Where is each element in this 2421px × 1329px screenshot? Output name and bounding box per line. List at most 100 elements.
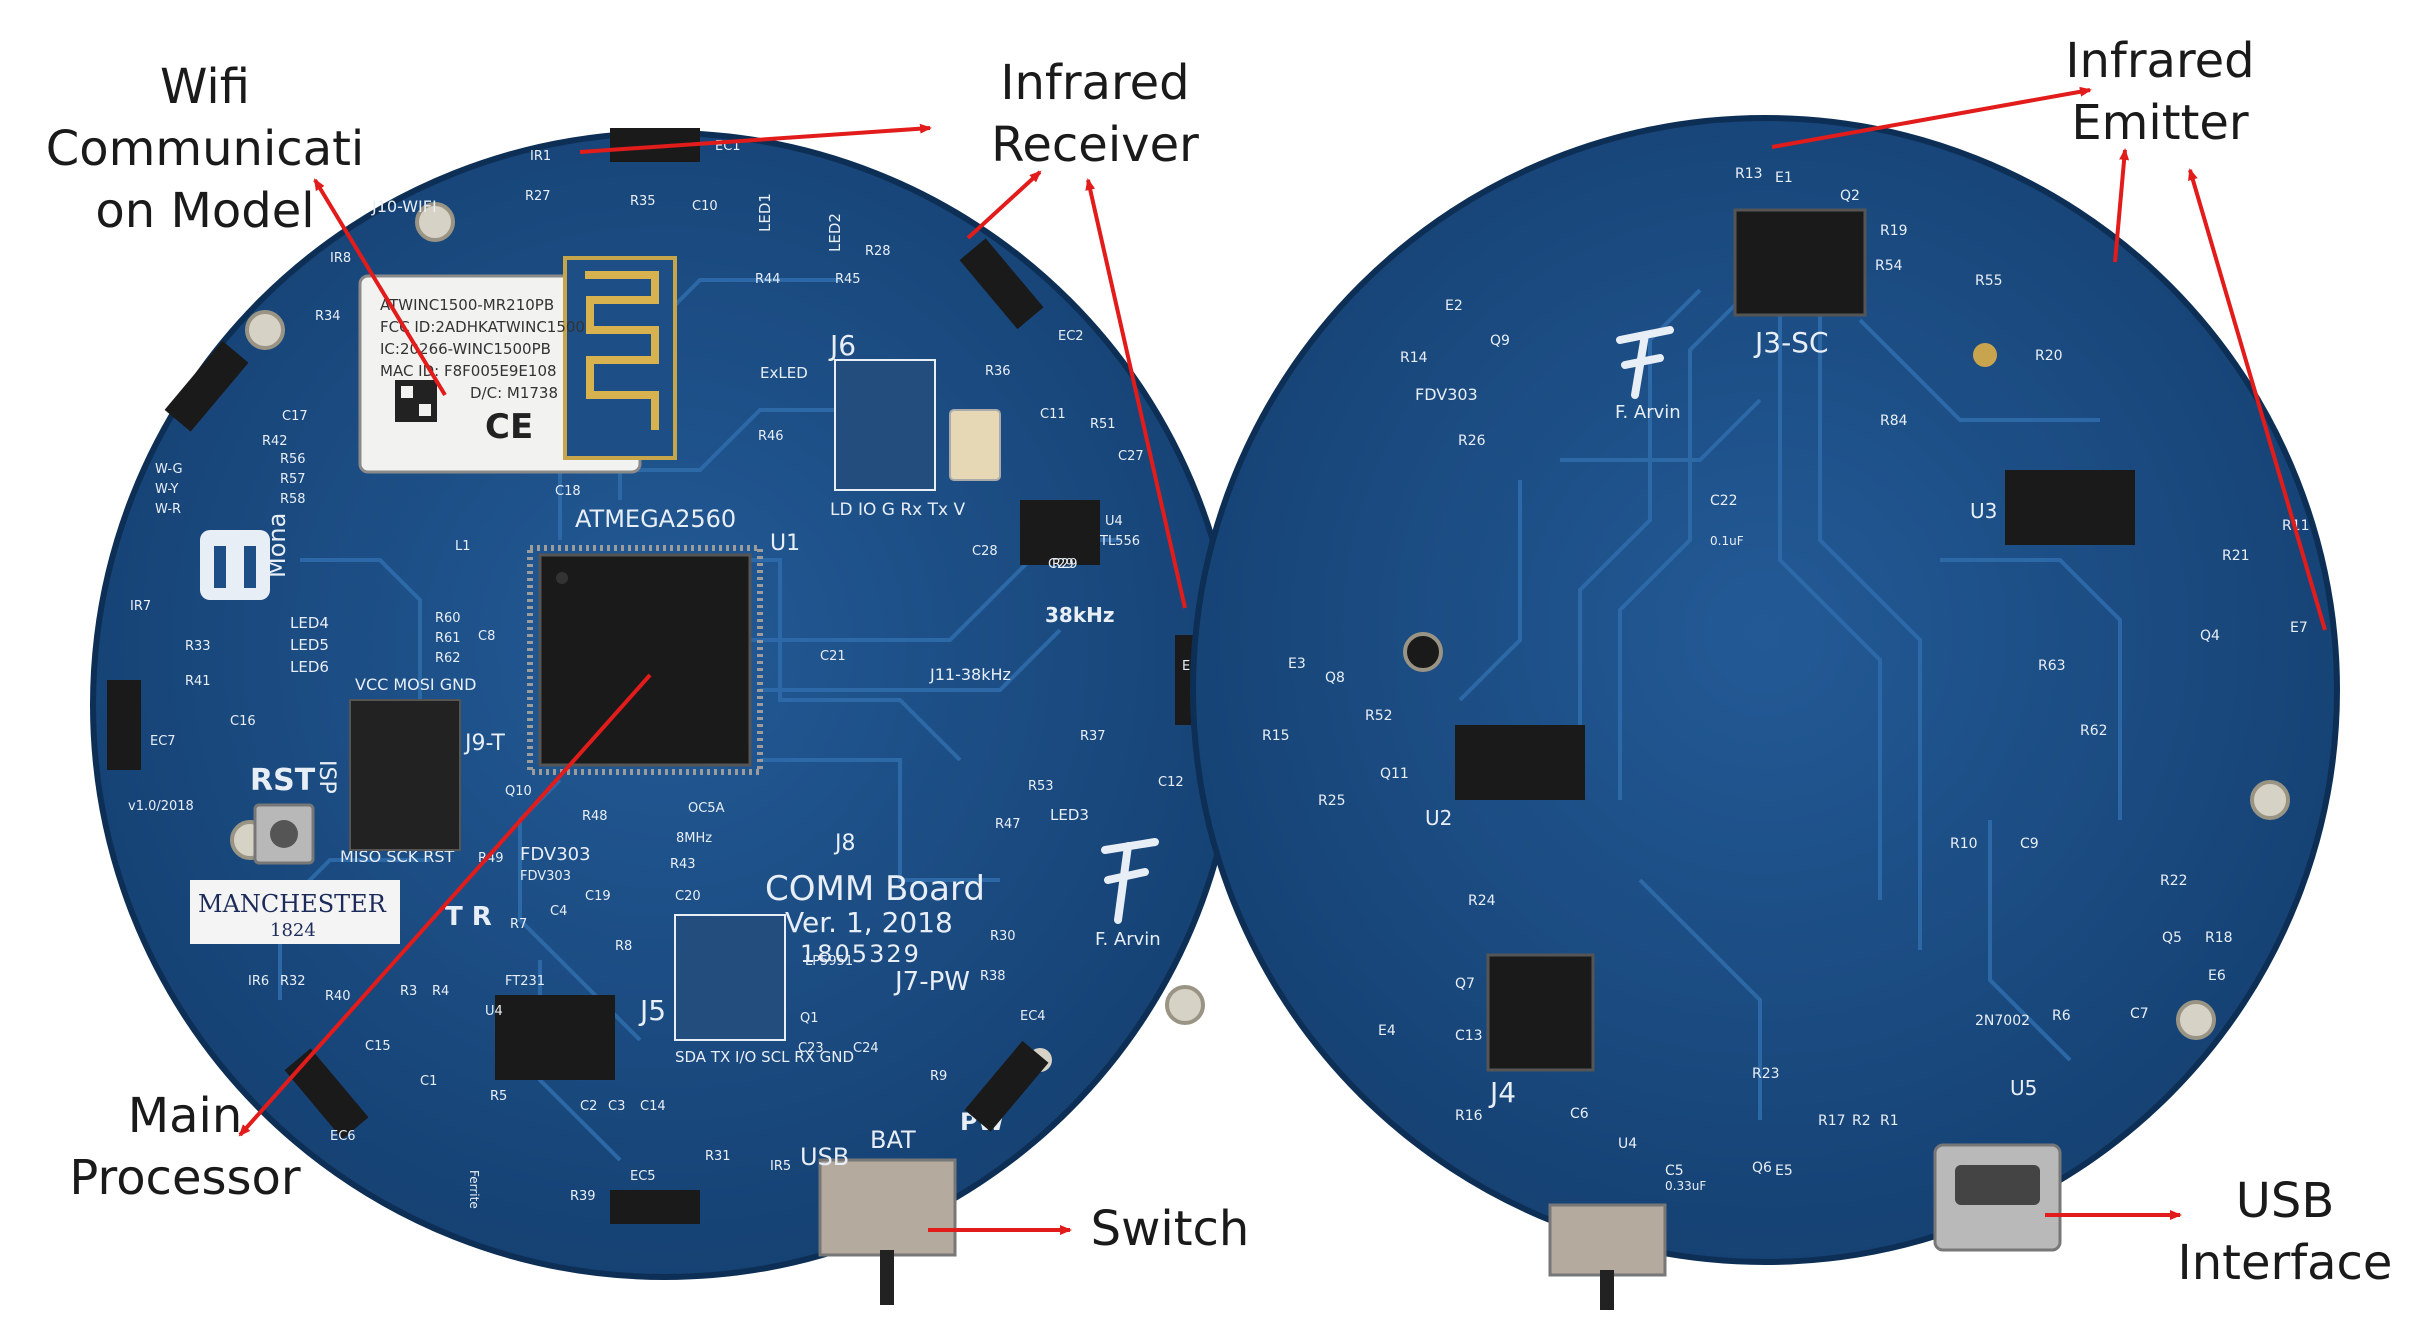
ref: Q6 <box>1752 1160 1772 1176</box>
ref: IR6 <box>248 974 269 989</box>
ref: C10 <box>692 199 718 214</box>
u3-chip <box>2005 470 2135 545</box>
ref: R62 <box>435 651 461 666</box>
mount-hole <box>2250 780 2290 820</box>
mount-hole <box>1165 985 1205 1025</box>
wifi-module-line-3: IC:20266-WINC1500PB <box>380 340 551 358</box>
back-traces <box>1458 288 2122 1120</box>
ref: R1 <box>1880 1113 1899 1129</box>
ref: U4 <box>1618 1136 1637 1152</box>
ref: R26 <box>1458 433 1486 449</box>
ref: C3 <box>608 1099 625 1114</box>
ref: W-R <box>155 502 181 517</box>
ref: EC2 <box>1058 329 1084 344</box>
mcu-label: ATMEGA2560 <box>575 505 736 533</box>
ref: 2N7002 <box>1975 1013 2030 1029</box>
manchester-text: MANCHESTER <box>198 890 387 918</box>
ref: R47 <box>995 817 1021 832</box>
ref: FT231 <box>505 974 545 989</box>
back-switch <box>1548 1203 1667 1277</box>
ref: E6 <box>2208 968 2226 984</box>
ref: Q5 <box>2162 930 2182 946</box>
usb-connector <box>1933 1143 2062 1252</box>
label-u3: U3 <box>1970 499 1997 523</box>
ref: R58 <box>280 492 306 507</box>
callout-usb: USB Interface <box>2160 1170 2410 1294</box>
arrow-ir-emitter-1 <box>1771 86 2092 149</box>
isp-label: ISP <box>314 760 339 794</box>
ref: R43 <box>670 857 696 872</box>
ref: R16 <box>1455 1108 1483 1124</box>
ref: C23 <box>798 1041 824 1056</box>
ec-block <box>164 340 249 432</box>
ref: R27 <box>525 189 551 204</box>
callout-processor: Main Processor <box>55 1085 315 1209</box>
callout-switch: Switch <box>1080 1198 1260 1260</box>
arrow-processor <box>238 673 652 1137</box>
ec-block <box>107 680 141 770</box>
label-j10: J10-WIFI <box>371 197 437 216</box>
wifi-module-line-5: D/C: M1738 <box>470 384 558 402</box>
back-ref-labels: E1 E2 E3 E4 E5 E6 E7 R13 Q2 R19 R54 R55 … <box>1262 166 2310 1179</box>
ref: R25 <box>1318 793 1346 809</box>
arrow-ir-emitter-3 <box>2188 168 2327 631</box>
ref: R61 <box>435 631 461 646</box>
mount-hole <box>245 310 285 350</box>
front-led-labels: LED1 LED2 LED3 LED4 LED5 LED6 ExLED <box>290 193 1089 824</box>
ref: C21 <box>820 649 846 664</box>
front-connector-labels: J10-WIFI J6 J5 J7-PW J8 J9-T J11-38kHz <box>371 197 1011 1027</box>
callout-usb-line-2: Interface <box>2177 1235 2393 1291</box>
ref: R28 <box>865 244 891 259</box>
ec-block <box>284 1048 369 1140</box>
j3-connector <box>1733 208 1867 317</box>
ref: Q10 <box>505 784 532 799</box>
wifi-module-line-4: MAC ID: F8F005E9E108 <box>380 362 557 380</box>
annotation-arrows <box>238 86 2327 1235</box>
ref: EC6 <box>330 1129 356 1144</box>
ref: R84 <box>1880 413 1908 429</box>
potentiometer <box>949 409 1001 481</box>
reset-label: RST <box>250 763 316 798</box>
callout-ir-receiver-line-2: Receiver <box>991 117 1199 173</box>
ref: C27 <box>1118 449 1144 464</box>
isp-top: VCC MOSI GND <box>355 675 476 694</box>
ref: R41 <box>185 674 211 689</box>
ref: R10 <box>1950 836 1978 852</box>
ref: R3 <box>400 984 417 999</box>
ref: R24 <box>1468 893 1496 909</box>
ref: Q2 <box>1840 188 1860 204</box>
led-5: LED5 <box>290 636 329 654</box>
ref: R56 <box>280 452 306 467</box>
ref: C1 <box>420 1074 437 1089</box>
ref: R42 <box>262 434 288 449</box>
back-signature-mark <box>1616 326 1674 399</box>
ref: E7 <box>2290 620 2308 636</box>
led-3: LED3 <box>1050 806 1089 824</box>
callout-ir-emitter-line-2: Emitter <box>2071 95 2249 151</box>
ref: Q8 <box>1325 670 1345 686</box>
led-2: LED2 <box>826 213 844 252</box>
label-j8: J8 <box>833 831 856 856</box>
ref: R9 <box>930 1069 947 1084</box>
j4-connector <box>1486 953 1595 1072</box>
tr-label: T R <box>445 902 492 932</box>
ref: R18 <box>2205 930 2233 946</box>
ref: C29 <box>1048 557 1074 572</box>
ref: R4 <box>432 984 449 999</box>
led-4: LED4 <box>290 614 329 632</box>
ref: Q1 <box>800 1011 819 1026</box>
ref: R5 <box>490 1089 507 1104</box>
ref: R33 <box>185 639 211 654</box>
callout-wifi-line-1: Wifi <box>160 59 250 115</box>
callout-ir-receiver: Infrared Receiver <box>970 52 1220 176</box>
ref: R32 <box>280 974 306 989</box>
back-signature: F. Arvin <box>1615 402 1681 423</box>
arrow-ir-receiver-3 <box>1085 178 1187 609</box>
mcu-ref: U1 <box>770 531 800 556</box>
ref: R8 <box>615 939 632 954</box>
callout-wifi: Wifi Communicati on Model <box>40 56 370 242</box>
arrow-ir-receiver-2 <box>966 170 1042 240</box>
ref: C14 <box>640 1099 666 1114</box>
ref: TL556 <box>1099 534 1140 549</box>
ref: R60 <box>435 611 461 626</box>
